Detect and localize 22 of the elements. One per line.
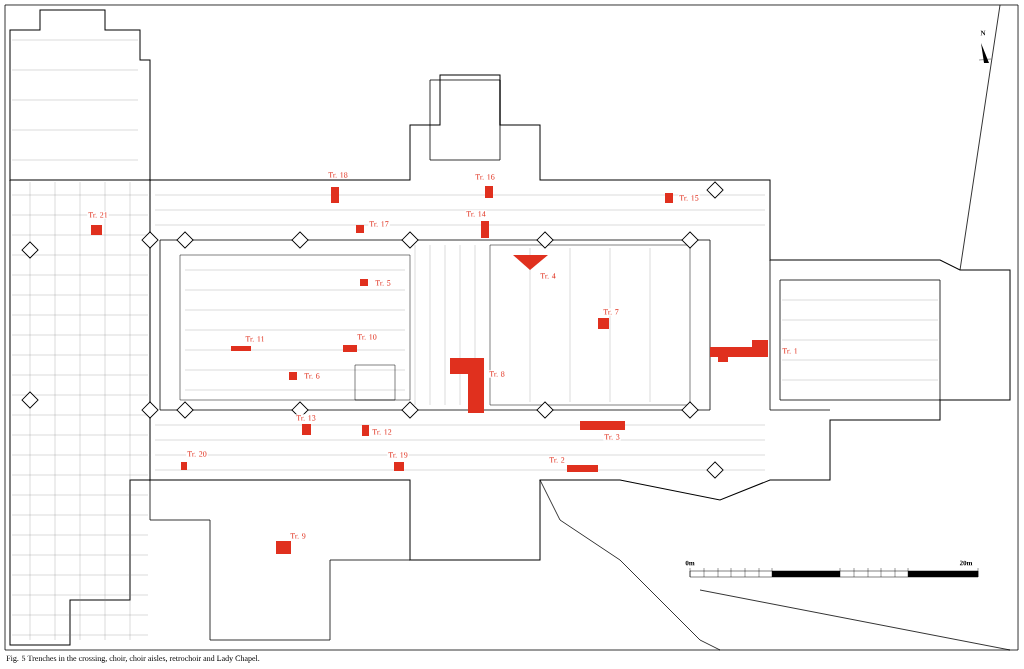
figure-caption: Fig. 5 Trenches in the crossing, choir, choir aisles, retrochoir and Lady Chapel. — [6, 655, 260, 663]
trench-label: Tr. 19 — [387, 451, 409, 459]
trench-label: Tr. 10 — [356, 333, 378, 341]
trench-label: Tr. 13 — [295, 414, 317, 422]
trench-label: Tr. 21 — [87, 211, 109, 219]
trench-label: Tr. 7 — [602, 308, 620, 316]
trench-label: Tr. 20 — [186, 450, 208, 458]
trench-label: Tr. 5 — [374, 279, 392, 287]
trench-label: Tr. 14 — [465, 210, 487, 218]
trench-label: Tr. 1 — [781, 347, 799, 355]
trench-label: Tr. 17 — [368, 220, 390, 228]
trench-label: Tr. 12 — [371, 428, 393, 436]
trench-label: Tr. 15 — [678, 194, 700, 202]
trench-label: Tr. 2 — [548, 456, 566, 464]
trench-label: Tr. 16 — [474, 173, 496, 181]
trench-label: Tr. 11 — [244, 335, 266, 343]
trench-label: Tr. 4 — [539, 272, 557, 280]
trench-label: Tr. 3 — [603, 433, 621, 441]
trench-label: Tr. 8 — [488, 370, 506, 378]
trench-label: Tr. 18 — [327, 171, 349, 179]
trench-label: Tr. 9 — [289, 532, 307, 540]
trench-label: Tr. 6 — [303, 372, 321, 380]
